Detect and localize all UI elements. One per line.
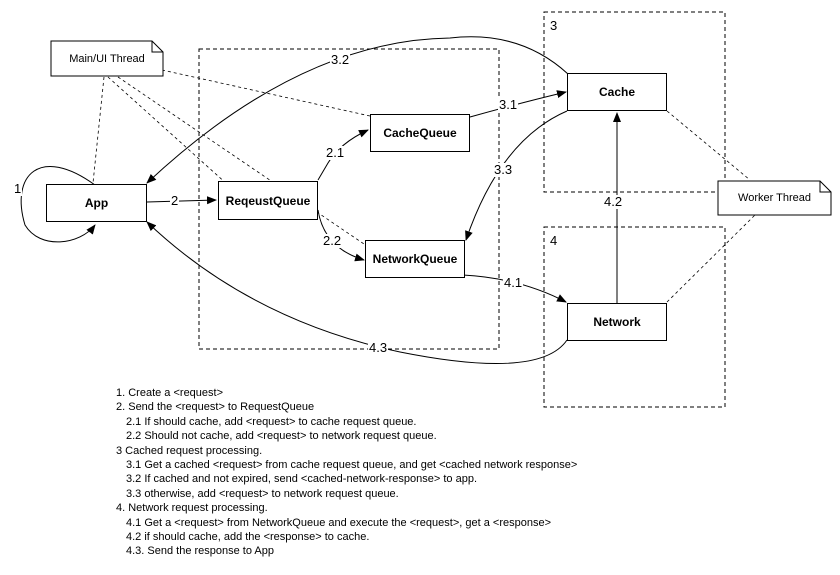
edge-label-4-2: 4.2 <box>603 194 624 209</box>
arrow-2 <box>146 196 217 205</box>
edge-label-3-2: 3.2 <box>330 52 351 67</box>
legend-item: 1. Create a <request> <box>116 387 224 399</box>
legend-item: 3.1 Get a cached <request> from cache re… <box>126 459 578 472</box>
arrow-4-3 <box>146 221 568 365</box>
arrow-3-3 <box>465 110 568 241</box>
edge-label-1: 1 <box>13 181 23 196</box>
link-main-app <box>92 76 105 184</box>
queue-zone <box>198 48 500 350</box>
worker-thread-note: Worker Thread <box>718 181 831 215</box>
cache-zone-label: 3 <box>550 18 558 33</box>
legend-item: 4.1 Get a <request> from NetworkQueue an… <box>126 516 551 529</box>
network-zone-label: 4 <box>550 233 558 248</box>
app-node: App <box>46 184 147 222</box>
link-main-requestqueue <box>107 76 229 186</box>
network-zone <box>543 226 726 408</box>
legend-item: 4.2 if should cache, add the <response> … <box>126 531 370 544</box>
main-thread-note-fold <box>151 41 163 53</box>
main-thread-note: Main/UI Thread <box>51 41 163 77</box>
link-network-worker <box>666 214 756 303</box>
network-label: Network <box>593 315 641 329</box>
edge-label-2-1: 2.1 <box>325 145 346 160</box>
legend-item: 2.2 Should not cache, add <request> to n… <box>126 430 437 443</box>
main-thread-note-shape <box>50 40 164 77</box>
legend-item: 2. Send the <request> to RequestQueue <box>116 401 315 414</box>
edge-label-2: 2 <box>170 193 180 208</box>
edge-label-2-2: 2.2 <box>322 233 343 248</box>
legend-item: 2.1 If should cache, add <request> to ca… <box>126 415 417 428</box>
worker-thread-note-fold <box>819 181 831 193</box>
request-queue-node: ReqeustQueue <box>218 181 318 220</box>
thread-links <box>92 69 756 303</box>
cache-node: Cache <box>567 73 667 111</box>
link-cache-worker <box>666 110 751 181</box>
legend-item: 4. Network request processing. <box>116 502 268 515</box>
steps-legend: 1. Create a <request> 2. Send the <reque… <box>116 386 577 559</box>
link-main-networkqueue <box>117 76 365 245</box>
cache-queue-label: CacheQueue <box>383 126 457 140</box>
cache-zone <box>543 11 726 193</box>
main-thread-label: Main/UI Thread <box>69 53 145 65</box>
edge-label-3-3: 3.3 <box>493 162 514 177</box>
edge-label-4-3: 4.3 <box>368 340 389 355</box>
edge-label-3-1: 3.1 <box>498 97 519 112</box>
arrow-3-1 <box>469 90 567 118</box>
arrow-1 <box>20 166 96 243</box>
cache-queue-node: CacheQueue <box>370 114 470 152</box>
legend-item: 4.3. Send the response to App <box>126 545 275 558</box>
app-label: App <box>84 196 109 210</box>
network-queue-node: NetworkQueue <box>365 240 465 278</box>
arrow-3-2 <box>146 36 569 184</box>
cache-label: Cache <box>598 85 636 99</box>
network-queue-label: NetworkQueue <box>372 252 458 266</box>
edge-label-4-1: 4.1 <box>503 275 524 290</box>
legend-item: 3.3 otherwise, add <request> to network … <box>126 487 399 500</box>
legend-item: 3 Cached request processing. <box>116 444 263 457</box>
request-queue-label: ReqeustQueue <box>225 193 311 208</box>
legend-item: 3.2 If cached and not expired, send <cac… <box>126 473 478 486</box>
worker-thread-note-shape <box>717 180 832 216</box>
network-node: Network <box>567 303 667 341</box>
worker-thread-label: Worker Thread <box>738 192 811 204</box>
